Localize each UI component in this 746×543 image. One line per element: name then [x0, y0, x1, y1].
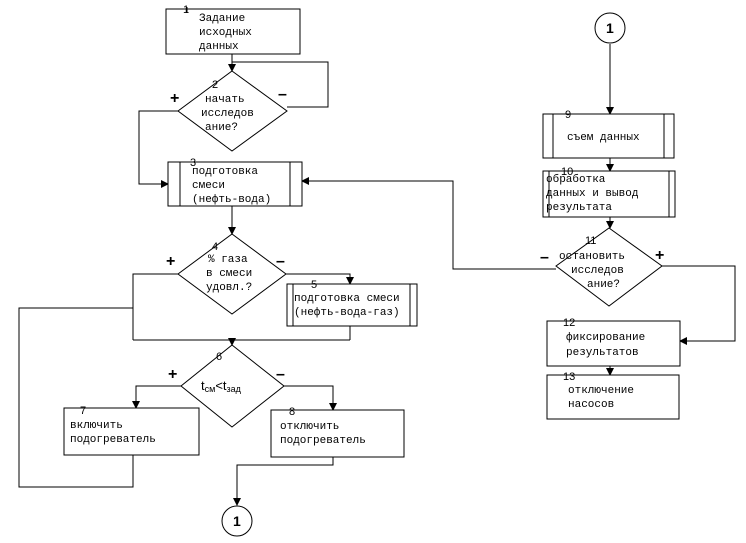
block-3-line-1: подготовка: [192, 166, 258, 178]
block-4-line-3: удовл.?: [206, 282, 252, 294]
block-8-line-1: отключить: [280, 421, 339, 433]
block-11-line-2: исследов: [571, 265, 624, 277]
block-13-line-1: отключение: [568, 385, 634, 397]
block-4-line-1: % газа: [208, 254, 248, 266]
block-11-number: 11: [585, 235, 596, 247]
block-9-line-1: съем данных: [567, 132, 640, 144]
block-2-line-3: ание?: [205, 122, 238, 134]
block-4-minus-sign: –: [276, 253, 285, 270]
block-13-line-2: насосов: [568, 399, 614, 411]
block-12-line-2: результатов: [566, 347, 639, 359]
connector-top-label: 1: [606, 20, 614, 36]
block-8-number: 8: [289, 406, 295, 418]
block-6-condition: tсм<tзад: [201, 378, 242, 394]
block-7-number: 7: [80, 405, 86, 417]
block-2-number: 2: [212, 79, 218, 91]
block-5-line-1: подготовка смеси: [294, 293, 400, 305]
block-5-number: 5: [311, 279, 317, 291]
block-10-line-2: данных и вывод: [546, 188, 639, 200]
block-9-number: 9: [565, 109, 571, 121]
block-8-heater-off: 8 отключить подогреватель: [270, 406, 405, 458]
block-7-line-2: подогреватель: [70, 434, 156, 446]
connector-top: 1: [594, 12, 626, 44]
block-6-number: 6: [216, 351, 222, 363]
block-10-data-processing: 10 обработка данных и вывод результата: [542, 166, 676, 218]
block-7-heater-on: 7 включить подогреватель: [63, 405, 200, 456]
block-1-initial-data: 1 Задание исходных данных: [165, 4, 301, 55]
block-5-line-2: (нефть-вода-газ): [294, 306, 400, 319]
flow-lines: [18, 44, 736, 506]
block-4-gas-decision: 4 % газа в смеси удовл.? + –: [166, 233, 287, 315]
block-11-line-3: ание?: [587, 279, 620, 291]
block-7-line-1: включить: [70, 420, 123, 432]
block-2-line-1: начать: [205, 94, 245, 106]
block-3-line-2: смеси: [192, 180, 225, 192]
block-1-line-1: Задание: [199, 13, 245, 25]
block-1-line-3: данных: [199, 41, 239, 53]
block-10-line-3: результата: [546, 202, 612, 214]
block-6-minus-sign: –: [276, 366, 285, 383]
block-12-number: 12: [563, 317, 575, 329]
block-2-minus-sign: –: [278, 86, 287, 103]
block-4-number: 4: [212, 241, 218, 253]
block-13-number: 13: [563, 371, 575, 383]
block-4-line-2: в смеси: [206, 268, 252, 280]
connector-bottom-label: 1: [233, 513, 241, 529]
block-2-line-2: исследов: [201, 108, 254, 120]
block-12-record-results: 12 фиксирование результатов: [546, 317, 681, 367]
block-1-line-2: исходных: [199, 27, 252, 39]
block-6-temperature-decision: 6 tсм<tзад + –: [168, 344, 285, 428]
block-2-plus-sign: +: [170, 90, 179, 107]
block-3-prepare-mixture: 3 подготовка смеси (нефть-вода): [167, 157, 303, 207]
block-2-start-decision: 2 начать исследов ание? + –: [170, 70, 288, 152]
block-4-plus-sign: +: [166, 253, 175, 270]
block-8-line-2: подогреватель: [280, 435, 366, 447]
block-13-pumps-off: 13 отключение насосов: [546, 371, 680, 420]
block-11-stop-decision: 11 остановить исследов ание? – +: [540, 227, 664, 307]
block-9-data-acquisition: 9 съем данных: [542, 109, 675, 159]
block-12-line-1: фиксирование: [566, 331, 645, 344]
block-5-prepare-gas-mixture: 5 подготовка смеси (нефть-вода-газ): [286, 279, 418, 327]
block-1-number: 1: [183, 4, 189, 16]
block-11-plus-sign: +: [655, 247, 664, 264]
block-3-line-3: (нефть-вода): [192, 193, 271, 206]
block-10-line-1: обработка: [546, 173, 606, 186]
block-11-line-1: остановить: [559, 251, 625, 263]
block-10-number: 10: [561, 166, 573, 178]
block-3-number: 3: [190, 157, 196, 169]
block-11-minus-sign: –: [540, 249, 549, 266]
block-6-plus-sign: +: [168, 366, 177, 383]
connector-bottom: 1: [221, 505, 253, 537]
